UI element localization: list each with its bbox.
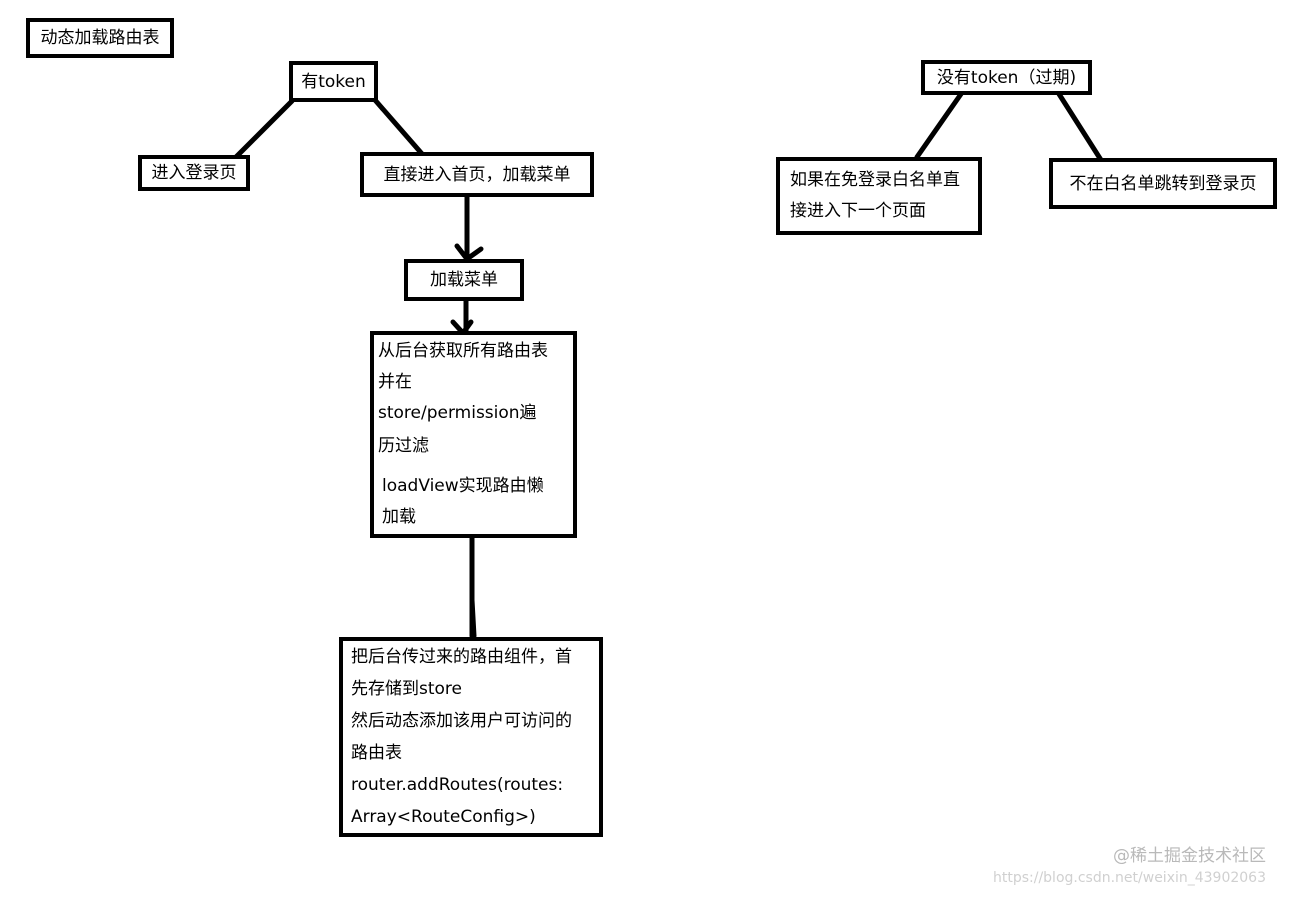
node-fetch-routes-line: 历过滤 [378,436,429,456]
node-add-routes-line: 路由表 [351,743,402,763]
connector-token-to-home [372,97,426,158]
node-load-menu: 加载菜单 [404,259,524,301]
node-fetch-routes-line: 从后台获取所有路由表 [378,341,548,361]
node-fetch-routes-line: 并在 [378,372,412,392]
arrowhead-fetch-to-add [469,597,477,639]
connector-notoken-to-notwhitelist [1056,91,1104,163]
watermark: @稀土掘金技术社区 https://blog.csdn.net/weixin_4… [993,845,1266,889]
node-add-routes-line: router.addRoutes(routes: [351,775,564,795]
node-no-token-text: 没有token（过期) [936,67,1077,88]
node-enter-home-text: 直接进入首页，加载菜单 [383,164,571,185]
node-load-menu-text: 加载菜单 [430,270,498,290]
node-whitelist-yes: 如果在免登录白名单直 接进入下一个页面 [776,157,982,235]
connector-token-to-login [232,98,295,161]
node-fetch-routes-line: 加载 [382,507,416,527]
node-whitelist-no: 不在白名单跳转到登录页 [1049,158,1277,209]
node-add-routes-line: 先存储到store [351,679,462,699]
node-add-routes-line: 然后动态添加该用户可访问的 [351,711,572,731]
diagram-title-text: 动态加载路由表 [40,28,160,48]
node-fetch-routes-line: store/permission遍 [378,403,537,423]
node-no-token: 没有token（过期) [921,60,1092,95]
node-enter-home: 直接进入首页，加载菜单 [360,152,594,197]
node-fetch-routes: 从后台获取所有路由表 并在 store/permission遍 历过滤 load… [370,331,577,538]
node-enter-login-text: 进入登录页 [151,163,237,183]
watermark-brand: @稀土掘金技术社区 [1113,846,1266,866]
connector-notoken-to-whitelist [914,91,964,160]
node-whitelist-yes-line: 如果在免登录白名单直 [790,170,960,190]
node-whitelist-yes-line: 接进入下一个页面 [790,201,926,221]
diagram-title: 动态加载路由表 [26,18,174,58]
node-add-routes-line: 把后台传过来的路由组件，首 [351,647,572,667]
node-has-token-text: 有token [301,71,366,92]
node-fetch-routes-line: loadView实现路由懒 [382,476,544,496]
node-add-routes: 把后台传过来的路由组件，首 先存储到store 然后动态添加该用户可访问的 路由… [339,637,603,837]
watermark-url: https://blog.csdn.net/weixin_43902063 [992,870,1266,886]
node-has-token: 有token [289,61,378,102]
node-add-routes-line: Array<RouteConfig>) [351,807,536,827]
node-whitelist-no-text: 不在白名单跳转到登录页 [1069,173,1257,194]
node-enter-login: 进入登录页 [138,155,250,191]
